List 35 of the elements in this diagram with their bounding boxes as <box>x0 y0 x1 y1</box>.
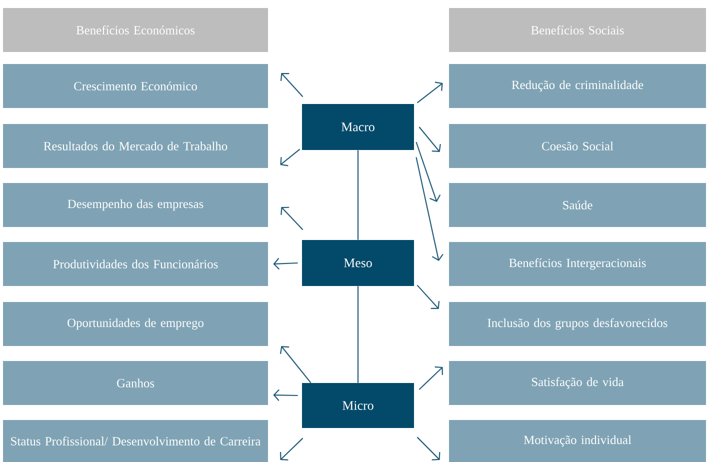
arrow <box>416 82 443 104</box>
arrow <box>280 346 312 384</box>
level-box: Macro <box>302 104 414 150</box>
benefit-box: Oportunidades de emprego <box>3 302 268 346</box>
header-box: Benefícios Económicos <box>3 8 268 52</box>
arrow <box>416 142 441 202</box>
benefit-box: Ganhos <box>3 361 268 405</box>
arrow <box>416 157 444 261</box>
arrow <box>280 148 300 166</box>
benefit-box: Desempenho das empresas <box>3 183 268 227</box>
benefit-box: Inclusão dos grupos desfavorecidos <box>449 302 706 346</box>
benefit-box: Benefícios Intergeracionais <box>449 242 706 286</box>
arrow <box>273 389 298 401</box>
arrow <box>273 258 298 270</box>
benefit-box: Produtividades dos Funcionários <box>3 242 268 286</box>
benefit-box: Resultados do Mercado de Trabalho <box>3 124 268 168</box>
benefit-box: Crescimento Económico <box>3 64 268 108</box>
connector-line <box>357 150 359 240</box>
level-box: Micro <box>302 383 414 428</box>
level-box: Meso <box>302 240 414 286</box>
header-box: Benefícios Sociais <box>449 8 706 52</box>
arrow <box>416 436 440 460</box>
arrow <box>280 73 304 98</box>
arrow <box>280 438 304 460</box>
connector-line <box>357 286 359 383</box>
benefit-box: Saúde <box>449 183 706 227</box>
benefit-box: Coesão Social <box>449 124 706 168</box>
benefit-box: Satisfação de vida <box>449 361 706 405</box>
arrow <box>418 366 443 390</box>
benefit-box: Motivação individual <box>449 420 706 462</box>
benefit-box: Status Profissional/ Desenvolvimento de Carreira <box>3 420 268 462</box>
arrow <box>280 206 304 230</box>
benefit-box: Redução de criminalidade <box>449 64 706 108</box>
arrow <box>418 126 441 152</box>
arrow <box>416 284 440 309</box>
